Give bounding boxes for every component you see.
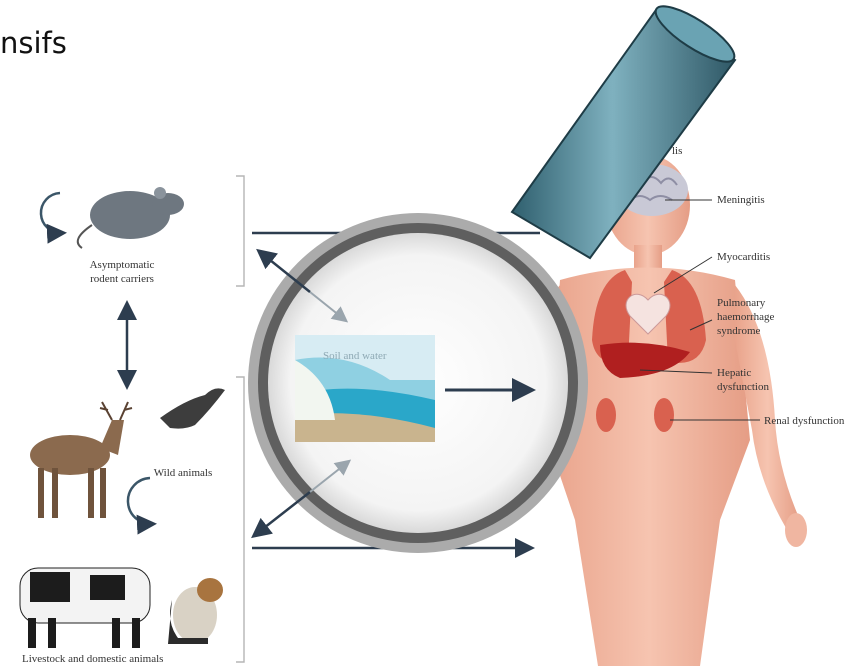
group-brackets xyxy=(236,176,244,662)
label-partial-top: lis xyxy=(672,144,702,158)
cycle-arrow-icon xyxy=(41,193,62,233)
label-wild-animals: Wild animals xyxy=(128,466,238,480)
label-soil-water: Soil and water xyxy=(323,349,433,363)
cow-icon xyxy=(20,568,150,648)
label-rodent-carriers: Asymptomatic rodent carriers xyxy=(62,258,182,286)
condition-meningitis: Meningitis xyxy=(717,193,847,207)
cycle-arrow-icon-2 xyxy=(128,478,152,524)
deer-icon xyxy=(30,402,132,518)
condition-myocarditis: Myocarditis xyxy=(717,250,847,264)
condition-renal: Renal dysfunction xyxy=(764,414,859,428)
label-livestock: Livestock and domestic animals xyxy=(22,652,242,666)
rodent-icon xyxy=(78,187,184,248)
bat-icon xyxy=(160,388,225,428)
condition-hepatic: Hepatic dysfunction xyxy=(717,366,847,394)
dog-icon xyxy=(168,578,223,644)
condition-pulmonary: Pulmonary haemorrhage syndrome xyxy=(717,296,847,338)
arrow-livestock-soil-dark xyxy=(255,492,310,535)
